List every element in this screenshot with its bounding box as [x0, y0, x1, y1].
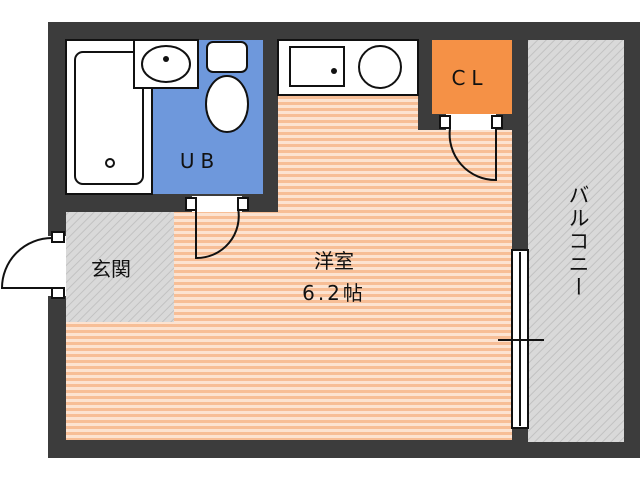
bathtub-basin	[74, 51, 144, 185]
closet-door-swing-icon	[448, 127, 497, 182]
bath-door-swing-icon	[195, 207, 240, 260]
closet-label: CL	[451, 66, 488, 90]
western-room-size: 6.2帖	[302, 281, 366, 305]
bathtub-drain-icon	[105, 158, 115, 168]
kitchen-sink-icon	[289, 46, 345, 87]
closet-door-opening	[446, 114, 496, 130]
balcony-label: バルコニー	[566, 184, 590, 299]
stove-burner-icon	[358, 45, 402, 89]
bath-door-opening	[192, 196, 242, 212]
toilet-bowl-icon	[205, 75, 249, 133]
balcony-area	[528, 40, 624, 442]
bath-door-jamb-right	[237, 197, 249, 211]
entrance-door-jamb-top	[51, 231, 65, 243]
unit-bath-label: UB	[180, 149, 220, 173]
closet-door-jamb-left	[439, 115, 451, 129]
entrance-door-opening	[48, 236, 66, 296]
entrance-area	[66, 212, 174, 322]
bath-door-jamb-left	[185, 197, 197, 211]
western-room-label: 洋室	[314, 249, 354, 273]
washbasin-drain	[163, 56, 169, 62]
closet-door-jamb-right	[491, 115, 503, 129]
toilet-tank-icon	[206, 41, 248, 73]
entrance-door-jamb-bottom	[51, 287, 65, 299]
western-room-floor	[66, 95, 512, 440]
closet-area	[432, 40, 512, 114]
kitchen-sink-drain	[331, 68, 337, 74]
entrance-door-swing-icon	[0, 237, 53, 289]
entrance-label: 玄関	[91, 257, 131, 281]
washbasin-bowl	[141, 45, 191, 83]
